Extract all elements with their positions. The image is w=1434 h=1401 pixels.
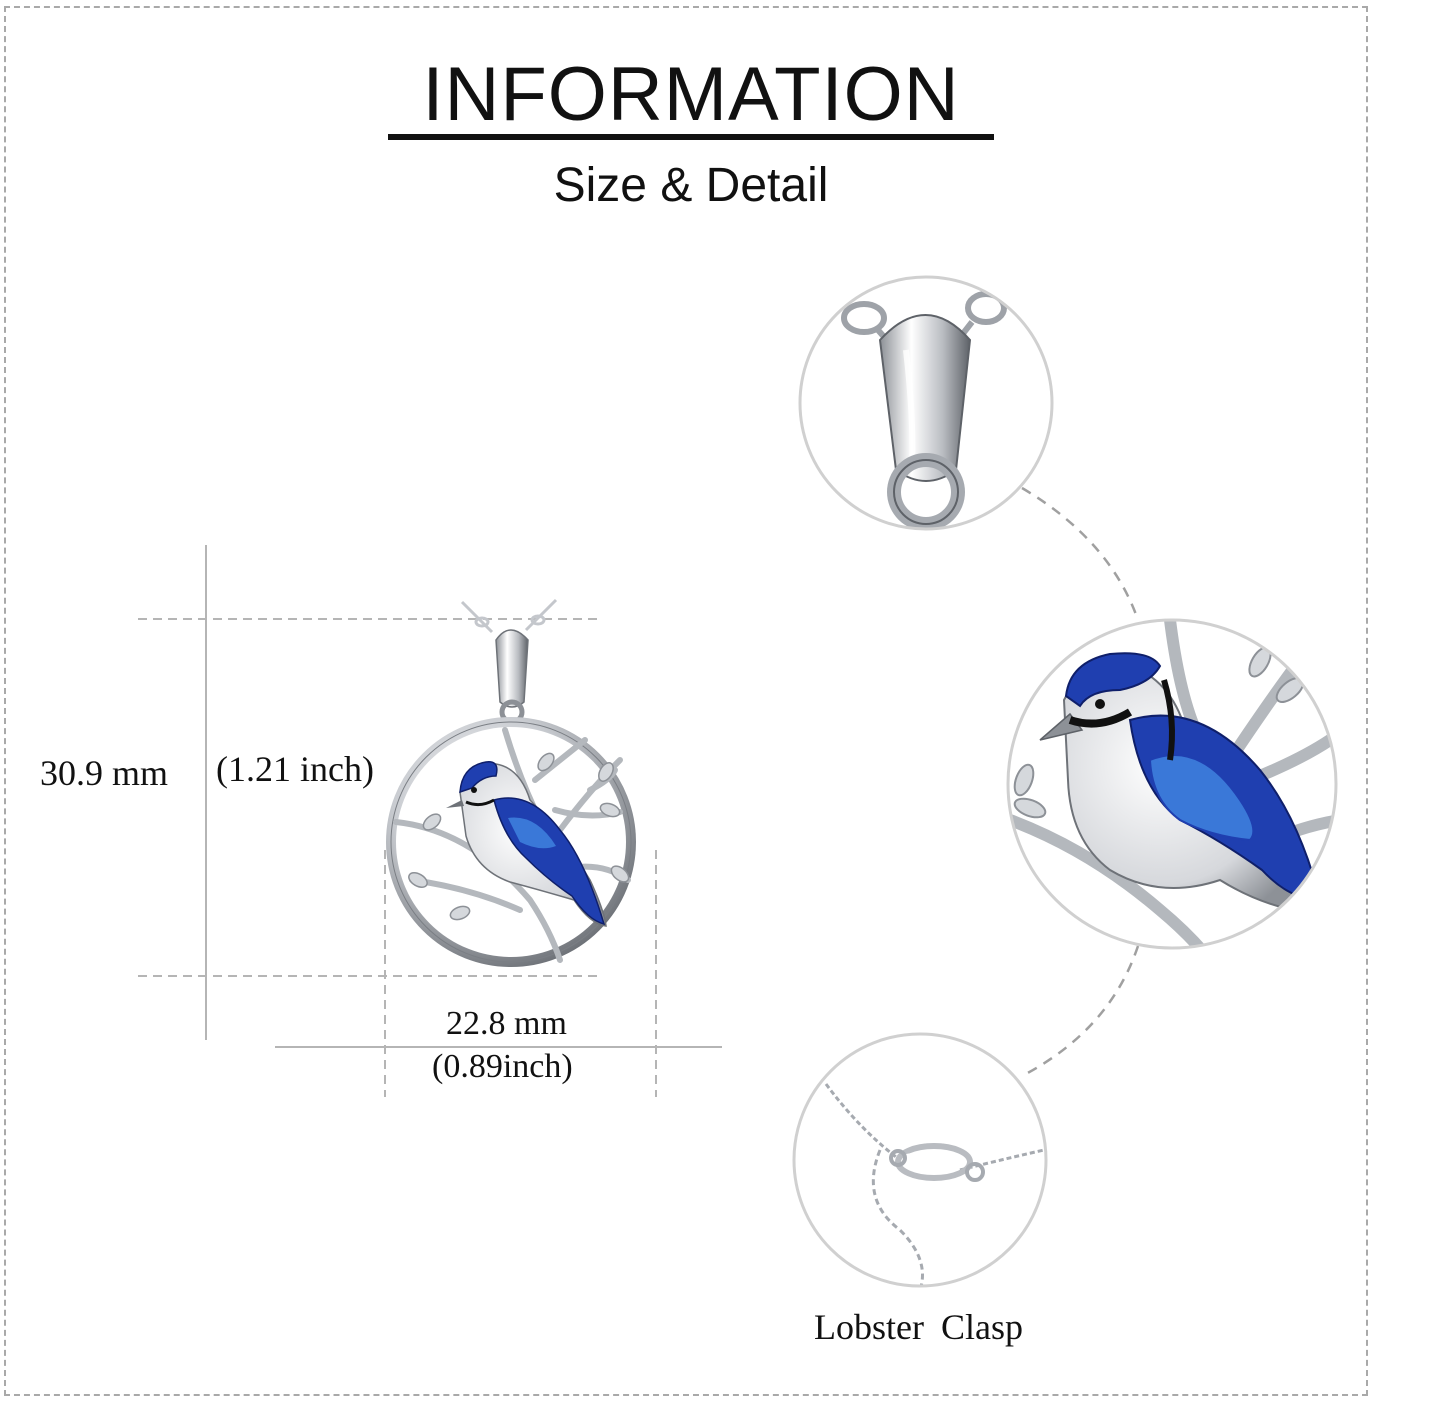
height-inch-label: (1.21 inch) <box>216 749 374 789</box>
detail-circle-bird <box>1006 618 1338 950</box>
connector-arcs <box>1021 486 1140 1078</box>
width-mm-label: 22.8 mm <box>446 1005 567 1042</box>
detail-circle-bail <box>798 275 1054 531</box>
blue-jay-small-icon <box>446 761 607 927</box>
detail-circle-clasp <box>792 1032 1048 1288</box>
page-subtitle: Size & Detail <box>553 159 829 212</box>
lobster-clasp-label: Lobster Clasp <box>814 1307 1023 1347</box>
width-inch-label: (0.89inch) <box>432 1048 573 1085</box>
measurement-guides <box>138 545 722 1097</box>
dashed-frame <box>4 6 1368 1396</box>
pendant-image <box>386 598 636 967</box>
page-title: INFORMATION <box>422 52 960 137</box>
height-mm-label: 30.9 mm <box>40 753 169 793</box>
title-underline <box>388 134 994 140</box>
